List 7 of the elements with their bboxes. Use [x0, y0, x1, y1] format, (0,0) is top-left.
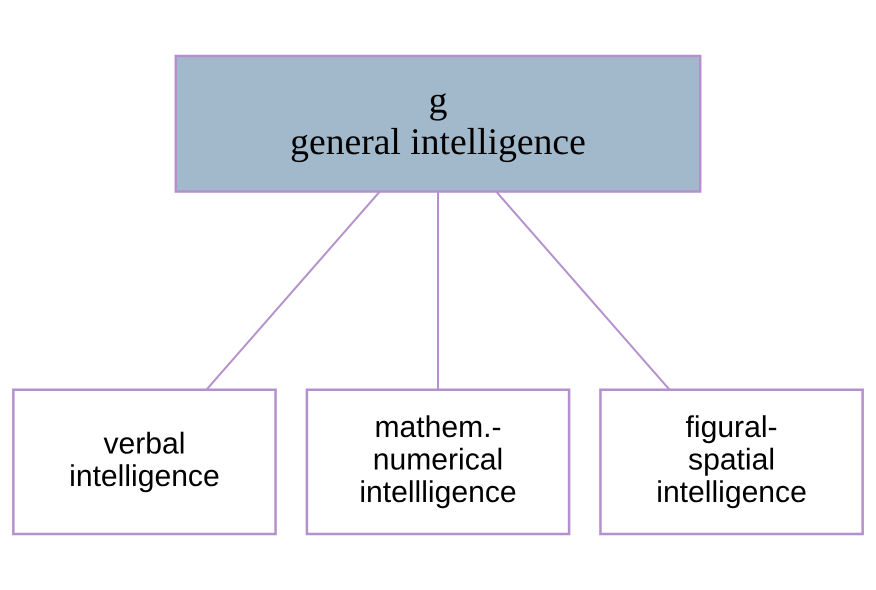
connector: [437, 192, 439, 390]
node-box: g general intelligence: [174, 54, 702, 193]
node-box: verbal intelligence: [12, 388, 277, 536]
connector: [496, 191, 670, 390]
connector: [206, 191, 380, 390]
node-box: mathem.- numerical intellligence: [306, 388, 570, 536]
node-box: figural- spatial intelligence: [599, 388, 864, 536]
